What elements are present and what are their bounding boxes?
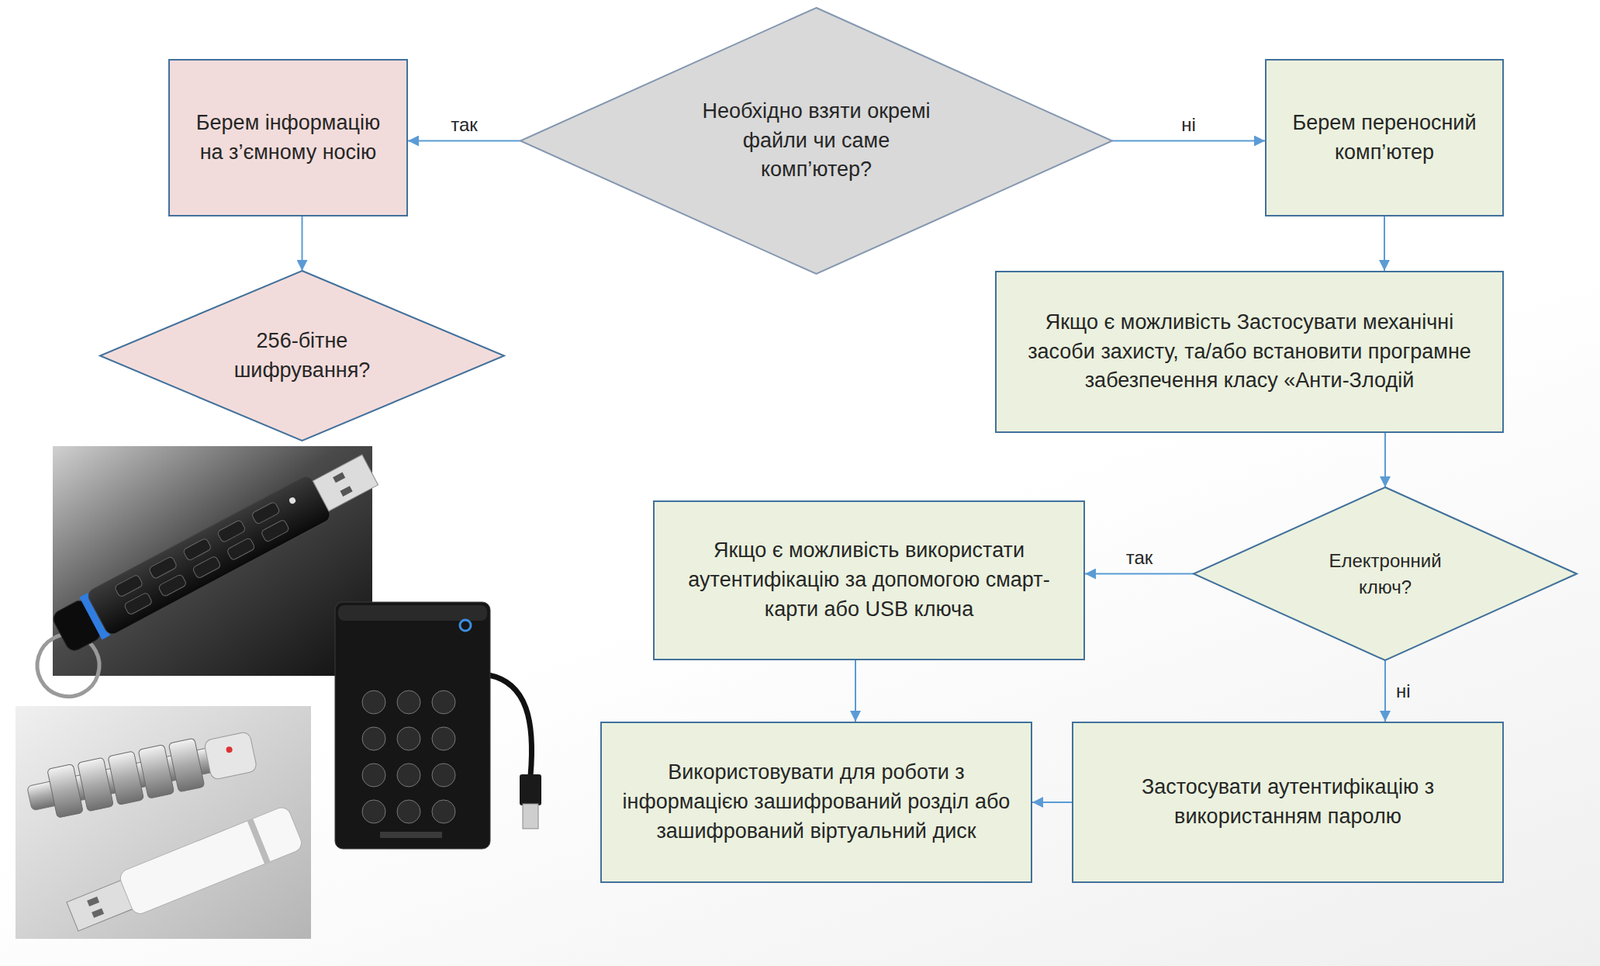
- node-text-block: Якщо є можливість Застосувати механічні …: [1011, 307, 1489, 396]
- usb-connector: [312, 454, 378, 512]
- connector-arrow: [1384, 660, 1386, 722]
- cryptex-ring: [47, 763, 84, 819]
- process-box: Застосувати аутентифікацію з використанн…: [1071, 721, 1504, 883]
- diamond-shape: [1193, 487, 1577, 661]
- stick-band: [247, 818, 271, 864]
- key-button: [251, 501, 281, 525]
- decision-diamond: Необхідно взяти окремі файли чи саме ком…: [520, 7, 1113, 274]
- red-dot: [225, 745, 233, 753]
- stick-body: [117, 804, 305, 916]
- key-button: [148, 556, 178, 580]
- key-button: [431, 690, 456, 714]
- photo-background: [15, 705, 312, 939]
- key-button: [397, 799, 421, 823]
- node-text-block: Застосувати аутентифікацію з використанн…: [1109, 772, 1467, 832]
- node-text-block: Електронний ключ?: [1321, 547, 1450, 600]
- connector-arrow: [407, 140, 521, 142]
- keypad-drive-photo: [335, 601, 542, 849]
- connector-hole: [86, 896, 100, 907]
- node-text: Необхідно взяти окремі файли чи саме ком…: [696, 96, 937, 185]
- key-button: [226, 537, 256, 561]
- process-box: Берем переносний комп’ютер: [1264, 58, 1504, 217]
- drive-body: [335, 601, 491, 849]
- connector-arrow: [301, 216, 304, 271]
- node-text: Електронний ключ?: [1321, 547, 1450, 600]
- connector-arrow: [1032, 801, 1072, 803]
- key-button: [362, 763, 386, 787]
- cryptex-ring: [168, 737, 205, 792]
- cryptex-photo: [15, 705, 312, 939]
- key-button: [123, 591, 153, 616]
- decision-diamond: 256-бітне шифрування?: [100, 270, 505, 441]
- diamond-outline: [1193, 487, 1577, 661]
- node-text: Якщо є можливість Застосувати механічні …: [1011, 307, 1489, 396]
- connector-hole: [340, 485, 353, 497]
- key-button: [431, 726, 456, 750]
- stick-body: [86, 473, 333, 637]
- edge-label: так: [1126, 546, 1154, 570]
- cryptex-ring: [107, 750, 145, 806]
- connector-arrow: [854, 660, 857, 722]
- edge-label: ні: [1396, 679, 1411, 703]
- key-button: [114, 573, 144, 598]
- node-text-block: Використовувати для роботи з інформацією…: [618, 757, 1015, 846]
- process-box: Якщо є можливість Застосувати механічні …: [995, 270, 1504, 433]
- plug-body: [519, 774, 542, 806]
- process-box: Берем інформацію на з’ємному носію: [168, 58, 408, 217]
- key-button: [362, 726, 386, 750]
- diamond-shape: [520, 7, 1113, 274]
- connector-arrow: [1112, 140, 1265, 142]
- key-button: [397, 690, 421, 714]
- usb-cable: [488, 674, 533, 776]
- node-text-block: Берем переносний комп’ютер: [1287, 108, 1482, 168]
- cryptex-ring: [138, 744, 175, 799]
- key-button: [431, 763, 456, 787]
- edge-label: так: [450, 113, 478, 137]
- connector-arrow: [1383, 216, 1386, 271]
- key-button: [158, 573, 188, 598]
- node-text-block: Якщо є можливість використати аутентифік…: [671, 535, 1068, 624]
- connector-arrow: [1384, 432, 1386, 488]
- key-button: [397, 726, 421, 750]
- node-text: Застосувати аутентифікацію з використанн…: [1109, 772, 1467, 832]
- key-button: [431, 799, 456, 823]
- edge-label: ні: [1181, 113, 1196, 137]
- status-led: [288, 496, 298, 505]
- key-button: [362, 799, 386, 823]
- connector-hole: [91, 907, 104, 918]
- diamond-shape: [100, 270, 505, 441]
- node-text-block: Необхідно взяти окремі файли чи саме ком…: [696, 96, 937, 185]
- key-button: [217, 519, 247, 543]
- connector-hole: [332, 472, 346, 484]
- process-box: Використовувати для роботи з інформацією…: [600, 721, 1033, 883]
- cryptex-ring: [77, 756, 115, 812]
- diamond-outline: [100, 270, 505, 441]
- key-button: [397, 763, 421, 787]
- white-usb-stick: [63, 804, 305, 938]
- node-text: 256-бітне шифрування?: [221, 326, 384, 386]
- process-box: Якщо є можливість використати аутентифік…: [653, 500, 1086, 661]
- logo-mark: [459, 619, 471, 631]
- connector-arrow: [1085, 573, 1194, 575]
- node-text-block: Берем інформацію на з’ємному носію: [191, 108, 386, 168]
- drive-highlight: [338, 604, 488, 621]
- cryptex: [24, 725, 259, 823]
- key-button: [192, 555, 222, 579]
- key-button: [183, 537, 213, 561]
- node-text: Використовувати для роботи з інформацією…: [618, 757, 1015, 846]
- key-button: [260, 518, 291, 543]
- decision-diamond: Електронний ключ?: [1193, 487, 1577, 661]
- label-strip: [380, 831, 443, 838]
- key-button: [362, 690, 386, 714]
- node-text: Берем інформацію на з’ємному носію: [191, 108, 386, 168]
- node-text: Берем переносний комп’ютер: [1287, 108, 1482, 168]
- node-text-block: 256-бітне шифрування?: [221, 326, 384, 386]
- node-text: Якщо є можливість використати аутентифік…: [671, 535, 1068, 624]
- usb-connector: [522, 803, 539, 829]
- cryptex-cap: [203, 730, 259, 780]
